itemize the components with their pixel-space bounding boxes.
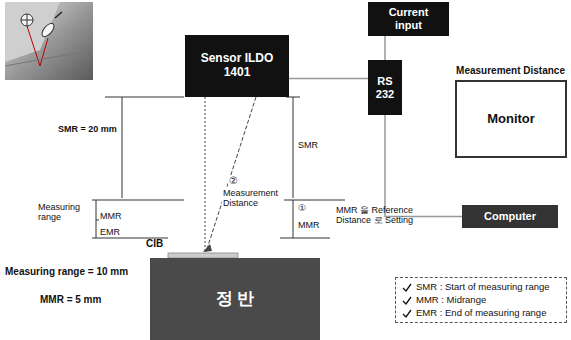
dimension-label: ② <box>228 175 239 187</box>
box-label: Computer <box>484 210 536 223</box>
dimension-label: ① <box>298 203 306 213</box>
signal-wire <box>385 115 462 217</box>
box-label: RS 232 <box>370 75 400 100</box>
computer-box: Computer <box>462 205 558 228</box>
legend-text: SMR : Start of measuring range <box>416 281 550 294</box>
dimension-label: MMR 을 Reference Distance 로 Setting <box>336 205 424 226</box>
dimension-label: EMR <box>100 227 120 237</box>
dimension-label: SMR <box>298 140 318 150</box>
base-block: 정 반 <box>150 258 320 340</box>
dimension-label: Measuring range = 10 mm <box>5 266 128 278</box>
interface-box: RS 232 <box>368 60 402 115</box>
legend-box: SMR : Start of measuring rangeMMR : Midr… <box>395 277 567 323</box>
dimension-label: MMR <box>100 211 122 221</box>
legend-check <box>402 296 412 305</box>
legend-row: SMR : Start of measuring range <box>402 281 560 294</box>
dimension-label: MMR <box>298 220 320 230</box>
box-label: Sensor ILDO 1401 <box>199 52 275 80</box>
dimension-label: CIB <box>146 238 163 250</box>
box-label: 정 반 <box>216 289 255 309</box>
legend-text: EMR : End of measuring range <box>416 307 546 320</box>
dimension-label: Measurement Distance <box>222 188 282 209</box>
legend-check <box>402 309 412 318</box>
legend-check <box>402 283 412 292</box>
monitor-box: Measurement DistanceMonitor <box>455 80 567 158</box>
box-heading: Measurement Distance <box>456 65 565 77</box>
input-box: Current input <box>368 2 449 36</box>
dimension-label: MMR = 5 mm <box>40 294 101 306</box>
box-label: Monitor <box>487 112 535 127</box>
legend-text: MMR : Midrange <box>416 294 486 307</box>
legend-row: EMR : End of measuring range <box>402 307 560 320</box>
box-label: Current input <box>374 6 443 31</box>
sensor-box: Sensor ILDO 1401 <box>185 35 289 97</box>
signal-wire <box>384 36 386 60</box>
legend-row: MMR : Midrange <box>402 294 560 307</box>
dimension-label: Measuring range <box>38 202 94 223</box>
dimension-label: SMR = 20 mm <box>58 124 117 134</box>
signal-wire <box>289 78 368 80</box>
